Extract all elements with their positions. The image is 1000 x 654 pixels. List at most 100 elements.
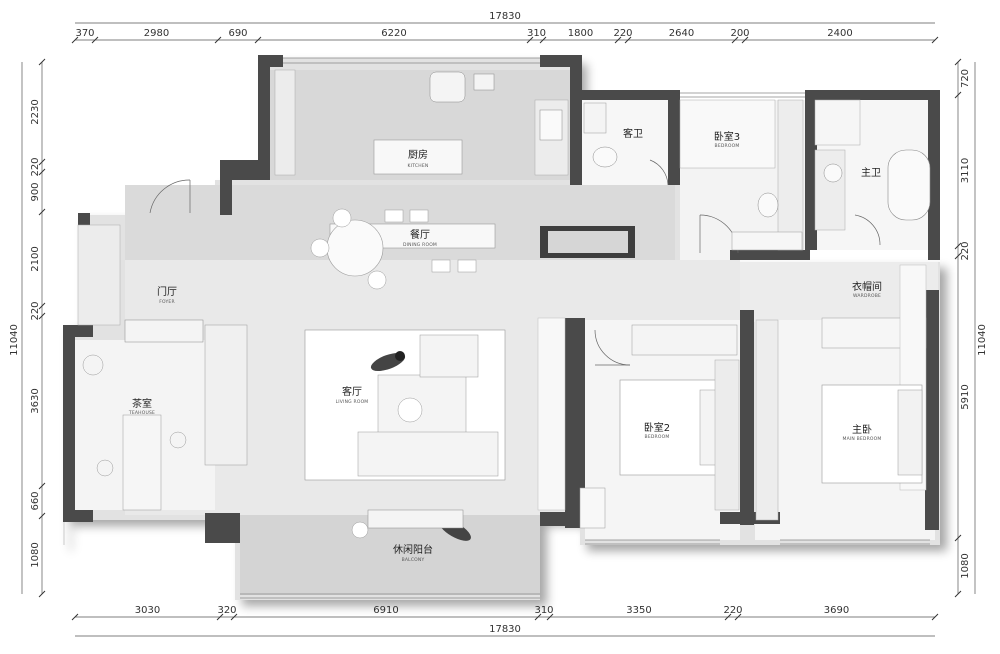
dim-segment: 720 xyxy=(960,69,971,88)
label-bedroom3: 卧室3 xyxy=(714,130,740,143)
dim-segment: 660 xyxy=(30,491,41,510)
dim-tick xyxy=(534,613,542,621)
dim-tick xyxy=(624,36,632,44)
svg-text:MAIN BEDROOM: MAIN BEDROOM xyxy=(843,436,882,442)
kitchen-island xyxy=(373,139,463,175)
svg-text:LIVING ROOM: LIVING ROOM xyxy=(336,399,369,405)
svg-text:BEDROOM: BEDROOM xyxy=(715,143,740,149)
dim-segment: 220 xyxy=(723,605,742,616)
label-master-bedroom: 主卧 xyxy=(852,423,872,436)
svg-text:BALCONY: BALCONY xyxy=(402,557,425,563)
dim-segment: 1080 xyxy=(960,553,971,578)
dim-tick xyxy=(91,36,99,44)
dim-tick xyxy=(724,613,732,621)
svg-text:WARDROBE: WARDROBE xyxy=(853,293,881,299)
svg-text:DINING ROOM: DINING ROOM xyxy=(403,242,437,248)
label-guest-bath: 客卫 xyxy=(623,127,643,140)
dim-tick xyxy=(38,58,46,66)
dim-segment: 6220 xyxy=(381,28,406,39)
dim-tick xyxy=(38,168,46,176)
dim-tick xyxy=(954,252,962,260)
dim-segment: 370 xyxy=(75,28,94,39)
dim-segment: 2400 xyxy=(827,28,852,39)
label-dining: 餐厅 xyxy=(410,228,430,241)
dim-segment: 900 xyxy=(30,182,41,201)
dim-segment: 310 xyxy=(534,605,553,616)
furniture xyxy=(77,69,931,541)
dim-tick xyxy=(546,613,554,621)
dim-segment: 3110 xyxy=(960,158,971,183)
dim-top-total: 17830 xyxy=(489,11,521,22)
dim-segment: 220 xyxy=(30,157,41,176)
dim-tick xyxy=(741,36,749,44)
label-teahouse: 茶室 xyxy=(132,397,152,410)
dim-tick xyxy=(731,36,739,44)
label-foyer: 门厅 xyxy=(157,285,177,298)
dimension-left: 11040 2230 220 900 2100 220 3630 660 1080 xyxy=(9,58,46,598)
dim-segment: 5910 xyxy=(960,384,971,409)
dimension-right: 11040 720 3110 220 5910 1080 xyxy=(954,58,988,598)
dim-tick xyxy=(954,58,962,66)
dim-segment: 1080 xyxy=(30,542,41,567)
dim-tick xyxy=(954,91,962,99)
dim-tick xyxy=(954,242,962,250)
dim-tick xyxy=(38,312,46,320)
dim-tick xyxy=(734,613,742,621)
dim-segment: 1800 xyxy=(568,28,593,39)
svg-text:TEAHOUSE: TEAHOUSE xyxy=(128,410,155,416)
label-master-bath: 主卫 xyxy=(861,167,881,179)
dim-tick xyxy=(38,590,46,598)
windows xyxy=(240,57,930,599)
dim-tick xyxy=(38,512,46,520)
dim-segment: 320 xyxy=(217,605,236,616)
svg-text:FOYER: FOYER xyxy=(159,299,175,305)
dim-tick xyxy=(71,36,79,44)
dim-segment: 310 xyxy=(527,28,546,39)
dimension-top: 17830 370 2980 690 6220 310 1800 220 2640 200 240… xyxy=(71,11,939,44)
dim-tick xyxy=(526,36,534,44)
svg-text:KITCHEN: KITCHEN xyxy=(408,163,429,169)
dim-segment: 2980 xyxy=(144,28,169,39)
dim-segment: 2640 xyxy=(669,28,694,39)
dim-tick xyxy=(38,208,46,216)
dim-tick xyxy=(214,36,222,44)
dim-segment: 3030 xyxy=(135,605,160,616)
label-kitchen: 厨房 xyxy=(408,148,428,161)
dim-tick xyxy=(38,158,46,166)
dim-segment: 6910 xyxy=(373,605,398,616)
dim-segment: 200 xyxy=(730,28,749,39)
dim-tick xyxy=(954,590,962,598)
dim-tick xyxy=(954,534,962,542)
dim-left-total: 11040 xyxy=(9,324,20,356)
dim-segment: 220 xyxy=(960,241,971,260)
dim-tick xyxy=(38,302,46,310)
dim-tick xyxy=(254,36,262,44)
dim-tick xyxy=(931,36,939,44)
label-balcony: 休闲阳台 xyxy=(393,543,433,556)
label-wardrobe: 衣帽间 xyxy=(852,280,882,293)
dim-bottom-total: 17830 xyxy=(489,624,521,635)
dim-tick xyxy=(614,36,622,44)
dim-tick xyxy=(230,613,238,621)
dim-segment: 2230 xyxy=(30,99,41,124)
dim-tick xyxy=(38,482,46,490)
dimension-bottom: 17830 3030 320 6910 310 3350 220 3690 xyxy=(71,605,939,637)
dim-segment: 3350 xyxy=(626,605,651,616)
dim-segment: 220 xyxy=(30,301,41,320)
dim-tick xyxy=(216,613,224,621)
dim-tick xyxy=(539,36,547,44)
dim-segment: 3690 xyxy=(824,605,849,616)
dim-segment: 220 xyxy=(613,28,632,39)
svg-text:BEDROOM: BEDROOM xyxy=(645,434,670,440)
balcony-floor xyxy=(240,515,540,595)
label-bedroom2: 卧室2 xyxy=(644,421,670,434)
label-living: 客厅 xyxy=(342,385,362,398)
room-labels: 厨房 KITCHEN 餐厅 DINING ROOM 门厅 FOYER 客厅 LI… xyxy=(128,127,882,563)
dim-right-total: 11040 xyxy=(977,324,988,356)
dim-segment: 690 xyxy=(228,28,247,39)
dim-segment: 3630 xyxy=(30,388,41,413)
dim-segment: 2100 xyxy=(30,246,41,271)
dim-tick xyxy=(931,613,939,621)
